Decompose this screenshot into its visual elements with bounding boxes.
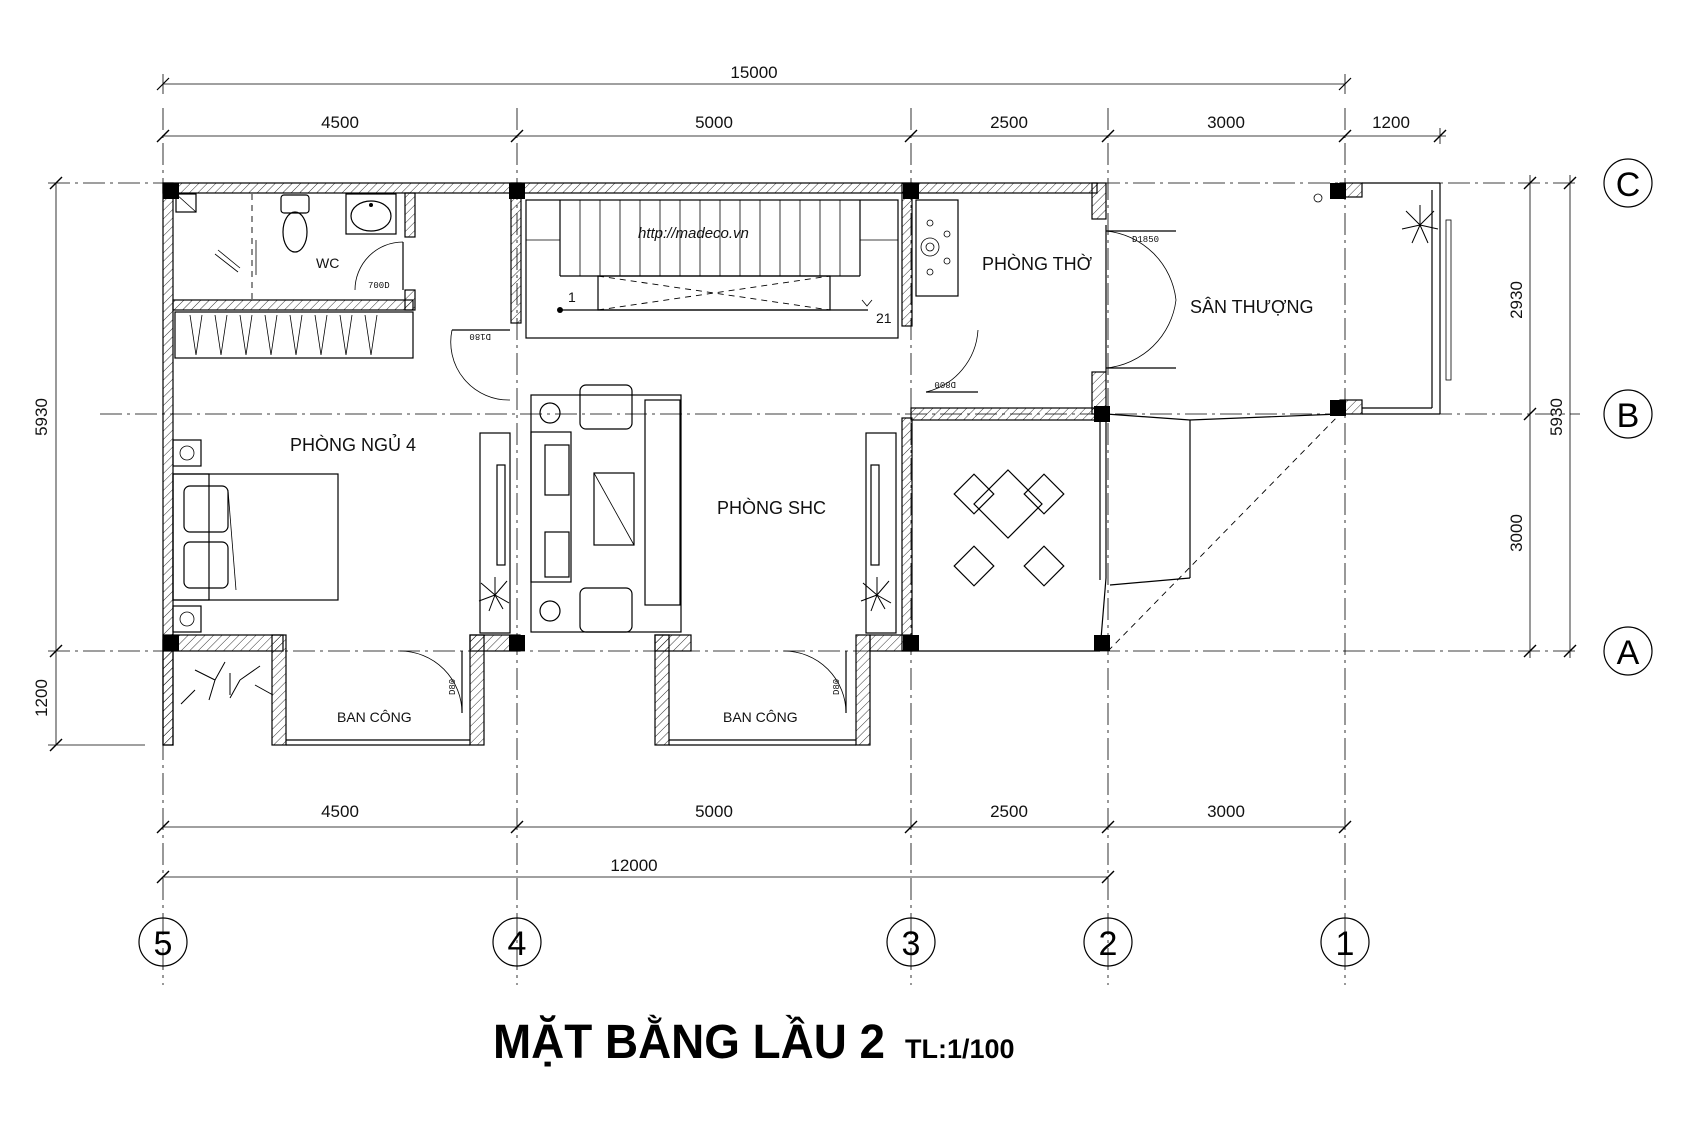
grid-label-2: 2 — [1099, 925, 1118, 963]
altar-icon — [915, 199, 959, 297]
dim-top-total: 15000 — [730, 63, 777, 82]
terrace-door — [1105, 225, 1177, 372]
wc-fixtures — [175, 193, 404, 300]
stair-start-number: 1 — [568, 289, 576, 305]
plant-icon — [180, 205, 1439, 705]
floor-drain-icon — [1313, 193, 1323, 203]
right-dimensions: 2930 3000 5930 — [1507, 175, 1577, 658]
room-label-terrace: SÂN THƯỢNG — [1190, 297, 1314, 317]
room-label-bedroom: PHÒNG NGỦ 4 — [290, 434, 416, 455]
room-label-balcony-right: BAN CÔNG — [723, 709, 798, 725]
sink-icon — [345, 193, 397, 235]
grid-label-5: 5 — [154, 925, 173, 963]
staircase: 1 21 — [525, 199, 899, 339]
grid-label-C: C — [1616, 166, 1641, 204]
door-tag-balcony-right: D80 — [832, 679, 842, 695]
grid-bubbles-columns: 5 4 3 2 1 — [138, 917, 1370, 967]
grid-label-3: 3 — [902, 925, 921, 963]
stair-end-number: 21 — [876, 310, 892, 326]
dim-top-4: 3000 — [1207, 113, 1245, 132]
dining-table-icon — [953, 469, 1065, 587]
bottom-dimensions: 4500 5000 2500 3000 12000 — [156, 802, 1352, 884]
dim-bottom-1: 4500 — [321, 802, 359, 821]
dim-top-1: 4500 — [321, 113, 359, 132]
bedroom-door-swing — [450, 329, 511, 401]
walls — [162, 182, 1452, 746]
sofa-set-icon — [530, 384, 682, 633]
dim-top-3: 2500 — [990, 113, 1028, 132]
wardrobe-icon — [174, 311, 414, 359]
dim-bottom-2: 5000 — [695, 802, 733, 821]
dim-bottom-4: 3000 — [1207, 802, 1245, 821]
bed-icon — [172, 473, 339, 601]
room-label-worship: PHÒNG THỜ — [982, 253, 1093, 274]
dim-top-2: 5000 — [695, 113, 733, 132]
dim-bottom-total: 12000 — [610, 856, 657, 875]
dim-right-upper: 2930 — [1507, 281, 1526, 319]
door-tag-bedroom: D180 — [469, 331, 491, 341]
dim-bottom-3: 2500 — [990, 802, 1028, 821]
grid-axes — [48, 108, 1580, 985]
nightstand-icon — [172, 439, 202, 633]
room-label-balcony-left: BAN CÔNG — [337, 709, 412, 725]
door-tag-worship: D800 — [934, 379, 956, 389]
dim-right-lower: 3000 — [1507, 514, 1526, 552]
room-label-wc: WC — [316, 255, 339, 271]
dim-left-balcony: 1200 — [32, 679, 51, 717]
room-label-living: PHÒNG SHC — [717, 497, 826, 518]
left-dimensions: 5930 1200 — [32, 176, 145, 752]
dim-left-total: 5930 — [32, 398, 51, 436]
door-tag-wc: 700D — [368, 281, 390, 291]
columns — [163, 183, 1346, 651]
top-dimensions: 15000 4500 5000 2500 3000 1200 — [156, 63, 1447, 144]
tv-cabinet-right — [865, 432, 897, 634]
dim-top-5: 1200 — [1372, 113, 1410, 132]
grid-label-4: 4 — [508, 925, 527, 963]
grid-label-1: 1 — [1336, 925, 1355, 963]
watermark-url: http://madeco.vn — [638, 225, 749, 242]
drawing-title: MẶT BẰNG LẦU 2 — [493, 1015, 885, 1069]
drawing-scale: TL:1/100 — [905, 1034, 1015, 1064]
grid-bubbles-rows: C B A — [1603, 158, 1653, 676]
grid-label-B: B — [1617, 397, 1640, 435]
door-tag-terrace: D1850 — [1132, 235, 1159, 245]
door-tag-balcony-left: D80 — [448, 679, 458, 695]
toilet-icon — [280, 194, 310, 253]
grid-label-A: A — [1617, 634, 1640, 672]
dim-right-total: 5930 — [1547, 398, 1566, 436]
tv-cabinet-left — [479, 432, 511, 634]
